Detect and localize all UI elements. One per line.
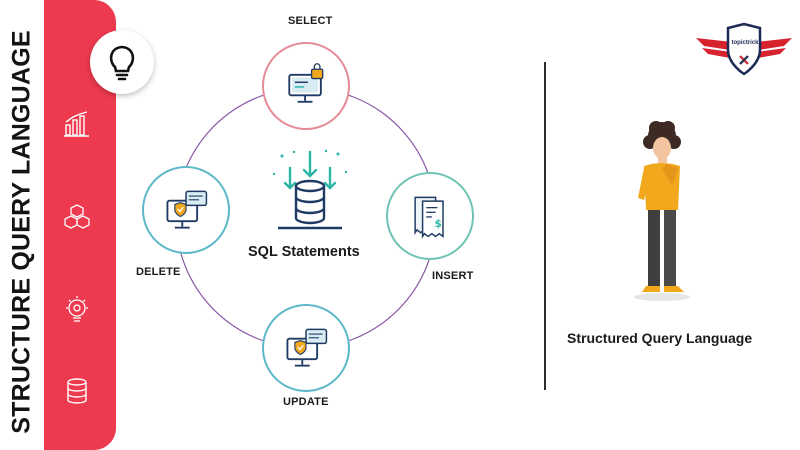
monitor-lock-icon: [288, 63, 324, 103]
insert-label: INSERT: [432, 270, 474, 282]
monitor-shield-icon: [286, 328, 328, 367]
svg-text:$: $: [435, 219, 442, 230]
vertical-divider: [544, 62, 546, 390]
topictrick-logo: [696, 22, 792, 76]
lightbulb-icon: [109, 45, 135, 81]
database-download-icon: [272, 149, 348, 230]
right-caption: Structured Query Language: [567, 330, 753, 346]
thinking-person-illustration: [634, 121, 690, 301]
lightbulb-badge: [90, 30, 154, 94]
cubes-icon: [64, 204, 90, 229]
monitor-shield-message-icon: [166, 190, 208, 229]
delete-label: DELETE: [136, 266, 181, 278]
bar-chart-icon: [64, 111, 89, 137]
update-node: [262, 304, 350, 392]
receipt-icon: $: [414, 196, 444, 239]
update-label: UPDATE: [283, 396, 329, 408]
logo-text: topictrick: [731, 40, 759, 46]
select-node: [262, 42, 350, 130]
delete-node: [142, 166, 230, 254]
insert-node: $: [386, 172, 474, 260]
database-icon: [67, 378, 87, 404]
select-label: SELECT: [288, 15, 333, 27]
idea-gear-icon: [66, 296, 88, 322]
center-title: SQL Statements: [248, 244, 360, 260]
